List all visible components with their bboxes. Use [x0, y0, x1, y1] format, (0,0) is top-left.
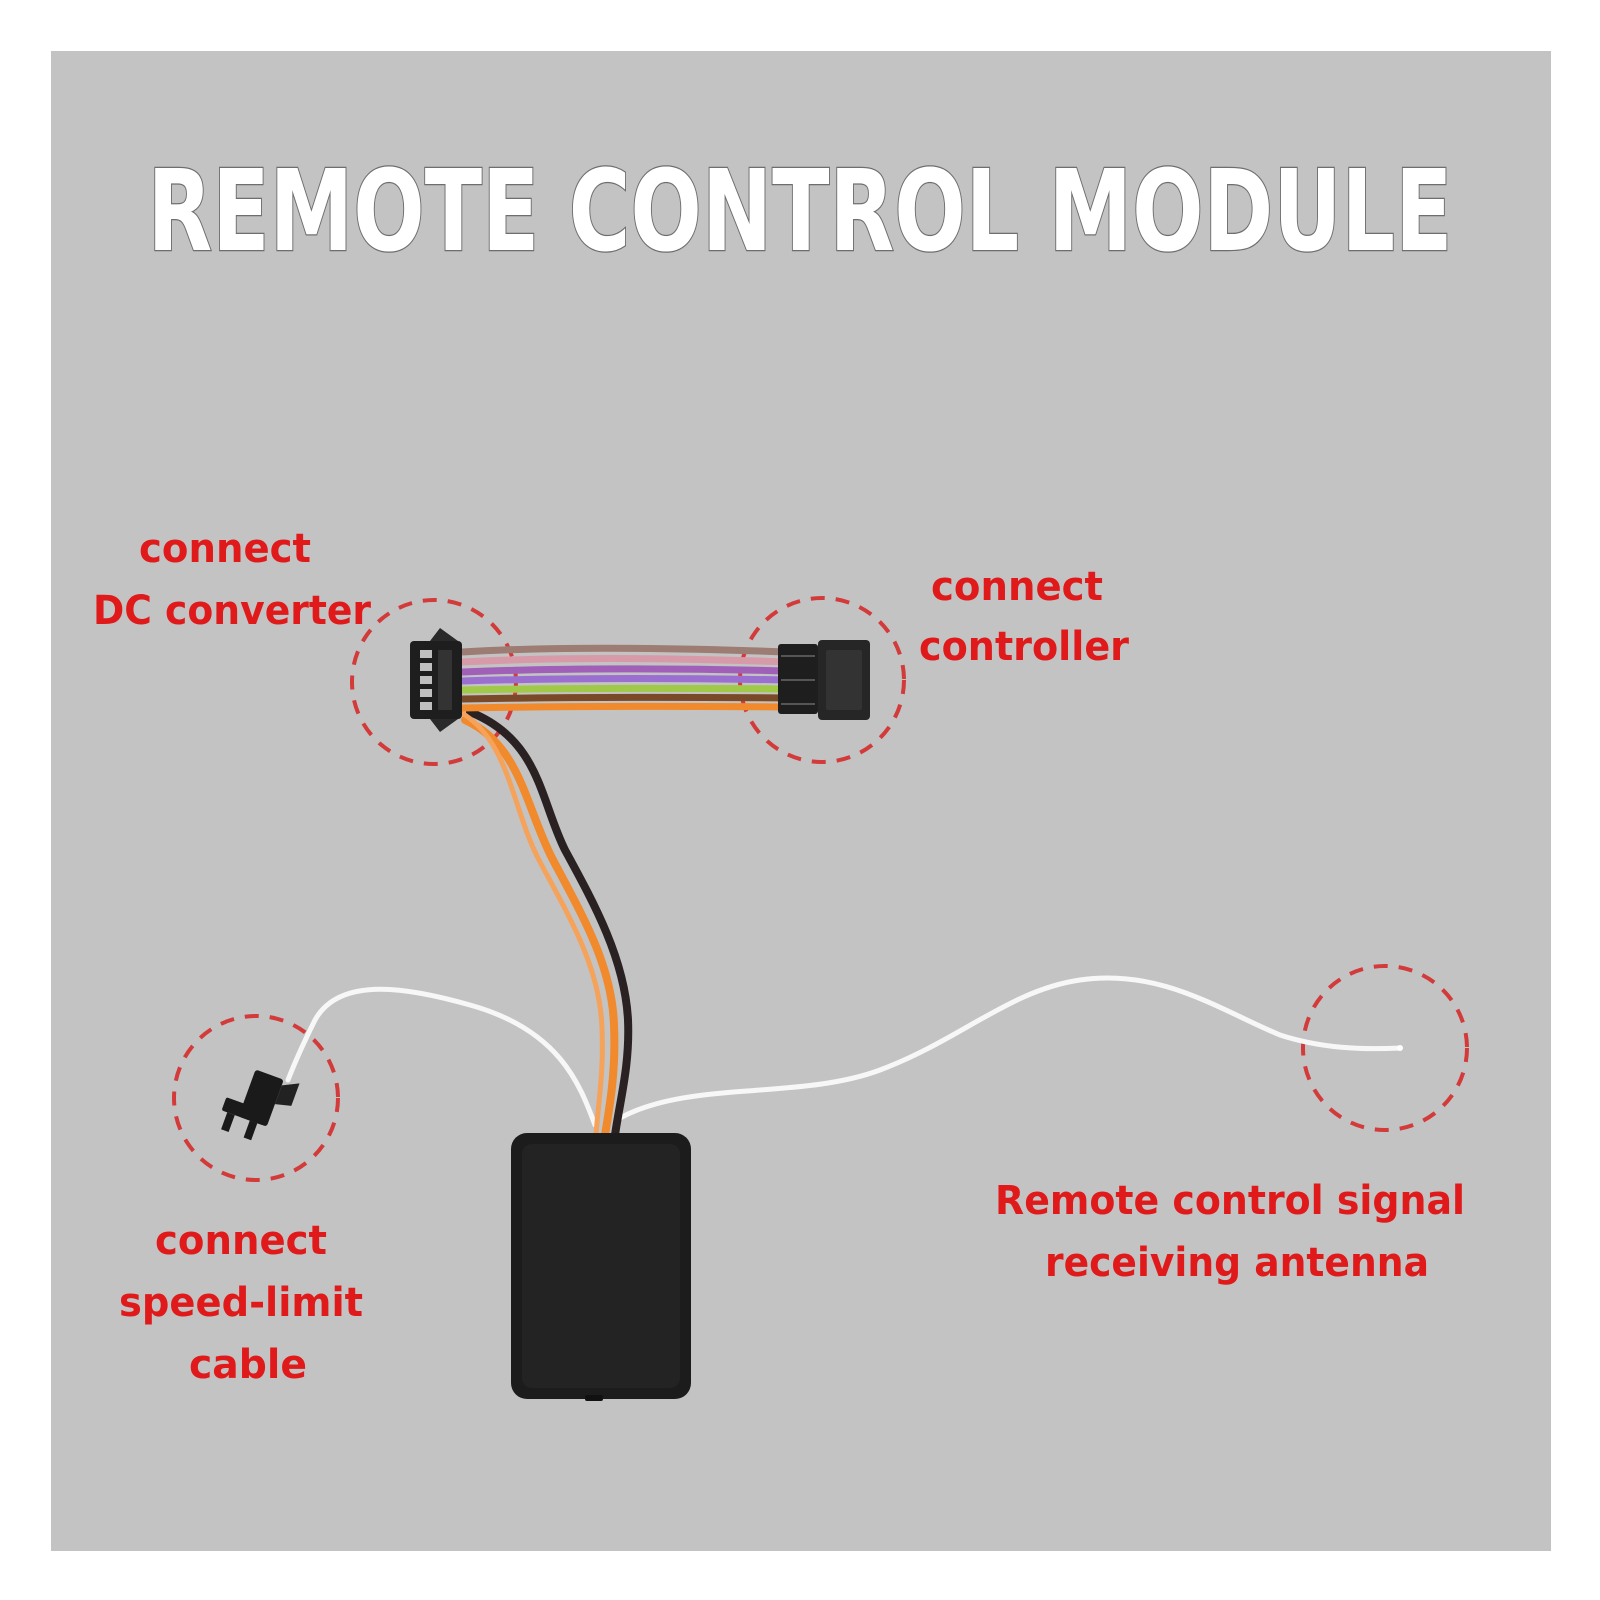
- controller-connector-icon: [778, 640, 870, 720]
- antenna-label-line1: Remote control signal: [995, 1178, 1465, 1224]
- speed-limit-ring: [172, 1014, 340, 1182]
- dc-converter-connector-icon: [410, 628, 462, 732]
- speed-limit-callout: connect speed-limit cable: [119, 1218, 377, 1388]
- speed-limit-label-line1: connect: [155, 1218, 327, 1264]
- page-title: REMOTE CONTROL MODULE: [148, 147, 1453, 277]
- speed-limit-wire: [285, 986, 598, 1128]
- antenna-label-line2: receiving antenna: [1045, 1240, 1429, 1286]
- speed-limit-label-line3: cable: [189, 1342, 307, 1388]
- receiver-module-icon: [511, 1133, 691, 1401]
- ribbon-cable: [461, 644, 789, 712]
- controller-callout: connect controller: [919, 564, 1129, 670]
- speed-limit-connector-icon: [221, 1070, 300, 1141]
- antenna-wire: [617, 975, 1403, 1121]
- antenna-end-icon: [1397, 1045, 1403, 1051]
- antenna-callout: Remote control signal receiving antenna: [995, 1178, 1479, 1286]
- orange-wire-2: [457, 709, 605, 1138]
- antenna-ring: [1301, 964, 1469, 1132]
- black-wire: [466, 708, 633, 1139]
- dc-converter-label-line2: DC converter: [93, 588, 371, 634]
- controller-label-line2: controller: [919, 624, 1129, 670]
- orange-wire: [461, 716, 619, 1139]
- dc-converter-callout: connect DC converter: [93, 526, 371, 634]
- background-panel: [51, 51, 1551, 1551]
- speed-limit-label-line2: speed-limit: [119, 1280, 363, 1326]
- controller-label-line1: connect: [931, 564, 1103, 610]
- dc-converter-label-line1: connect: [139, 526, 311, 572]
